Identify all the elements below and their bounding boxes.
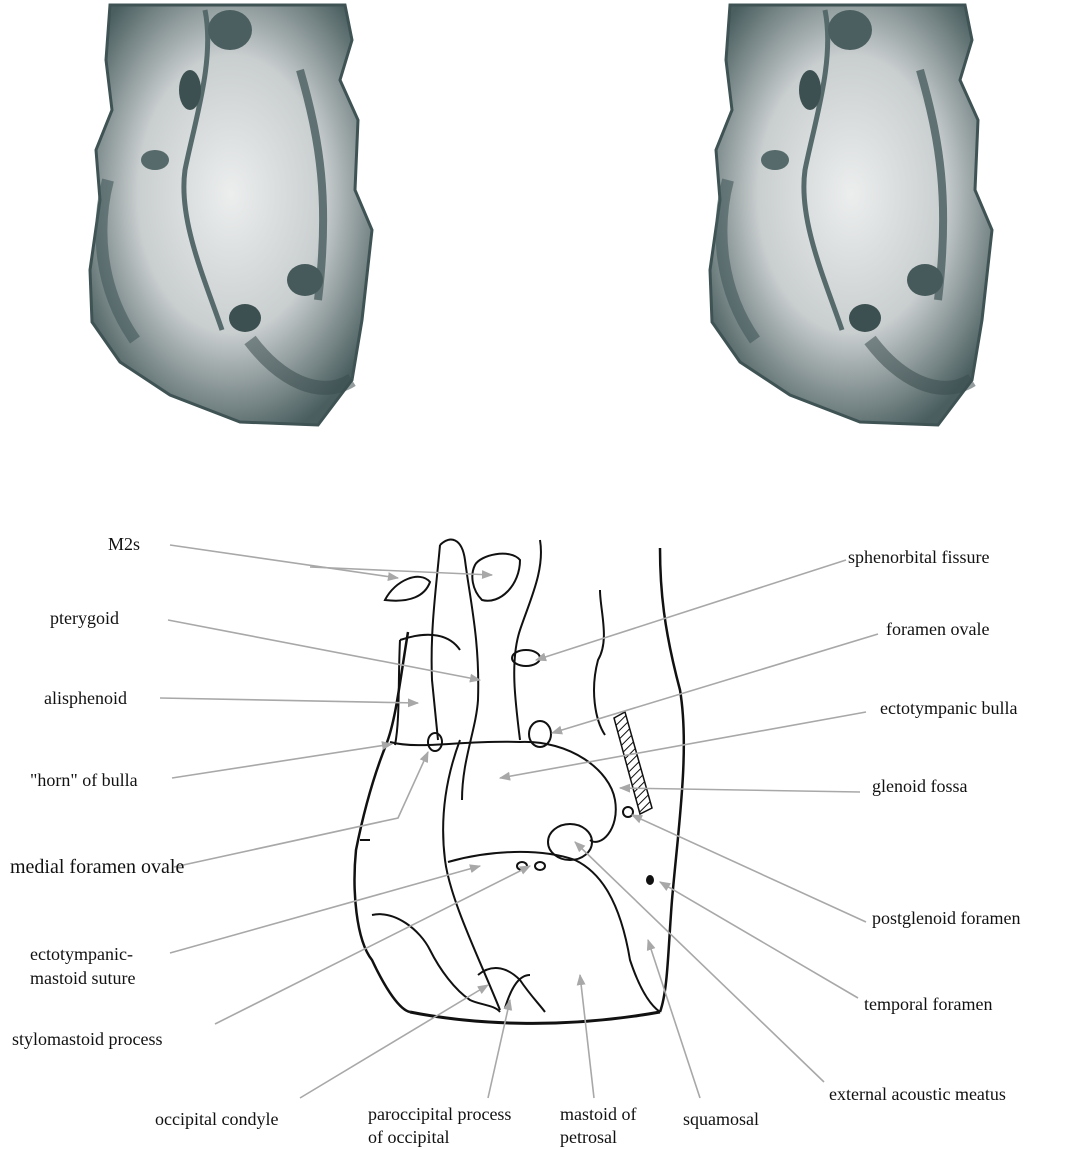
leader-alisphenoid: [160, 698, 418, 703]
leader-m2s-b: [310, 567, 492, 575]
label-mastoid-of-petrosal-line1: mastoid of: [560, 1103, 637, 1125]
leader-squamosal: [648, 940, 700, 1098]
leader-occipital-condyle: [300, 985, 488, 1098]
label-mastoid-of-petrosal-line2: petrosal: [560, 1126, 617, 1148]
label-paroccipital-process-line2: of occipital: [368, 1126, 449, 1148]
label-medial-foramen-ovale: medial foramen ovale: [10, 854, 200, 880]
label-horn-of-bulla: "horn" of bulla: [30, 769, 138, 791]
leader-paroccipital-process: [488, 1000, 510, 1098]
label-glenoid-fossa: glenoid fossa: [872, 775, 967, 797]
label-stylomastoid-process: stylomastoid process: [12, 1028, 163, 1050]
label-ectotympanic-bulla: ectotympanic bulla: [880, 697, 1017, 719]
leader-sphenorbital-fissure: [536, 560, 846, 660]
label-occipital-condyle: occipital condyle: [155, 1108, 278, 1130]
label-external-acoustic-meatus: external acoustic meatus: [829, 1083, 1006, 1105]
leader-postglenoid-foramen: [632, 815, 866, 922]
leader-lines: [160, 545, 878, 1098]
leader-mastoid-of-petrosal: [580, 975, 594, 1098]
leader-stylomastoid-process: [215, 866, 530, 1024]
label-ectotympanic-mastoid-suture-line1: ectotympanic-: [30, 943, 133, 965]
leader-temporal-foramen: [660, 882, 858, 998]
label-m2s: M2s: [108, 533, 140, 555]
label-squamosal: squamosal: [683, 1108, 759, 1130]
leader-ectotympanic-mastoid-suture: [170, 866, 480, 953]
label-alisphenoid: alisphenoid: [44, 687, 127, 709]
label-temporal-foramen: temporal foramen: [864, 993, 992, 1015]
leader-glenoid-fossa: [620, 788, 860, 792]
label-sphenorbital-fissure: sphenorbital fissure: [848, 546, 989, 568]
leader-external-acoustic-meatus: [575, 842, 824, 1082]
label-postglenoid-foramen: postglenoid foramen: [872, 907, 1020, 929]
label-ectotympanic-mastoid-suture-line2: mastoid suture: [30, 967, 136, 989]
leader-medial-foramen-ovale: [174, 752, 428, 867]
ectotympanic-hatch: [614, 712, 652, 814]
label-foramen-ovale: foramen ovale: [886, 618, 989, 640]
label-pterygoid: pterygoid: [50, 607, 119, 629]
leader-m2s-a: [170, 545, 398, 578]
leader-horn: [172, 744, 392, 778]
label-paroccipital-process-line1: paroccipital process: [368, 1103, 511, 1125]
